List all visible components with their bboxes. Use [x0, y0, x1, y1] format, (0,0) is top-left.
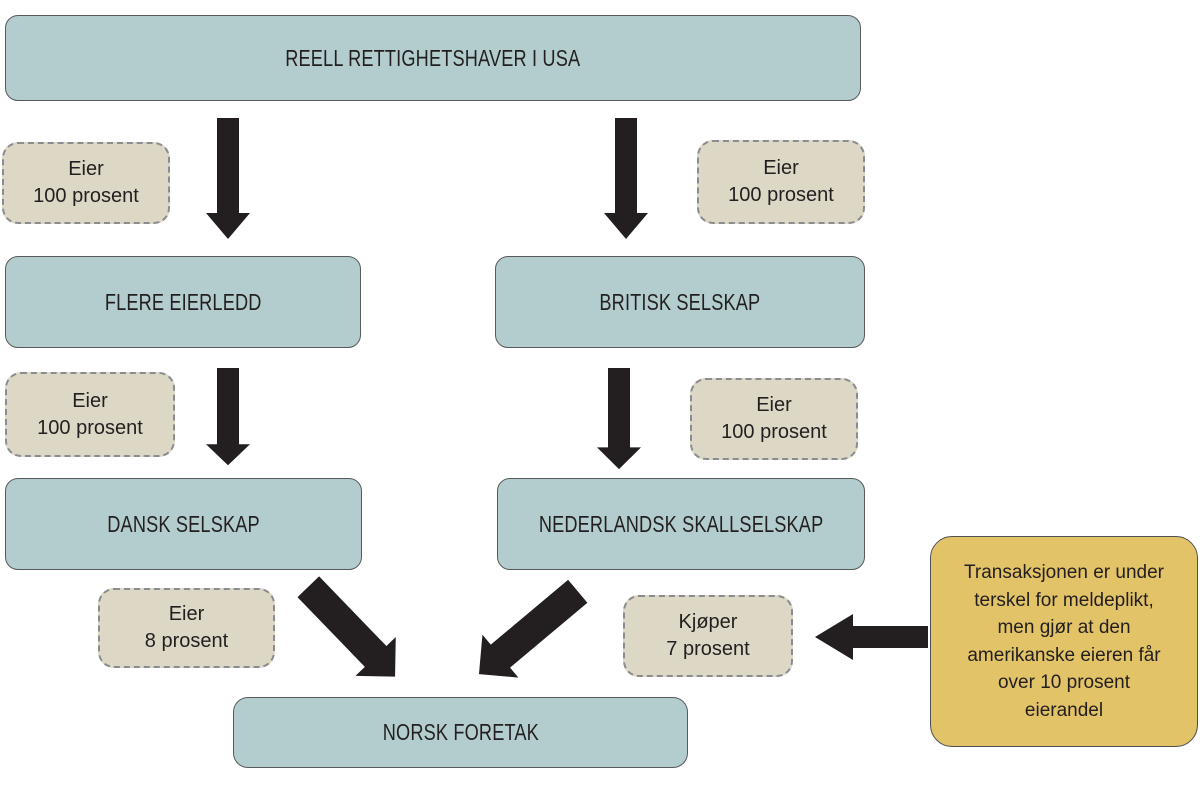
- tag-line: 100 prosent: [37, 416, 143, 439]
- tag-line: Eier: [72, 389, 108, 412]
- arrow-down-icon: [604, 118, 648, 239]
- note-line: Transaksjonen er under: [964, 562, 1164, 583]
- arrow-diagonal-down-left-icon: [478, 579, 588, 678]
- tag-line: Kjøper: [678, 611, 738, 633]
- tag-line: 8 prosent: [144, 630, 229, 652]
- node-label: FLERE EIERLEDD: [104, 288, 262, 315]
- tag-line: 100 prosent: [721, 421, 827, 443]
- node-dansk-selskap: DANSK SELSKAP: [5, 478, 362, 570]
- node-flere-eierledd: FLERE EIERLEDD: [5, 256, 361, 348]
- arrow-left-icon: [815, 614, 928, 660]
- transaction-note: Transaksjonen er under terskel for melde…: [930, 536, 1198, 747]
- arrow-down-icon: [206, 368, 250, 466]
- tag-line: 100 prosent: [33, 185, 139, 207]
- note-line: eierandel: [1024, 699, 1104, 721]
- tag-eier-100-mid-right: Eier 100 prosent: [690, 378, 858, 460]
- node-label: NORSK FORETAK: [382, 719, 539, 745]
- node-label: REELL RETTIGHETSHAVER I USA: [285, 44, 581, 71]
- node-label: NEDERLANDSK SKALLSELSKAP: [538, 510, 824, 537]
- node-norsk-foretak: NORSK FORETAK: [233, 697, 688, 768]
- tag-eier-100-mid-left: Eier 100 prosent: [5, 372, 175, 457]
- arrow-down-icon: [597, 368, 641, 470]
- arrow-diagonal-down-right-icon: [297, 576, 396, 677]
- node-britisk-selskap: BRITISK SELSKAP: [495, 256, 865, 348]
- tag-eier-100-top-right: Eier 100 prosent: [697, 140, 865, 224]
- tag-line: Eier: [763, 157, 799, 179]
- node-reell-rettighetshaver-usa: REELL RETTIGHETSHAVER I USA: [5, 15, 861, 101]
- node-label: BRITISK SELSKAP: [599, 288, 761, 315]
- arrow-down-icon: [206, 118, 250, 239]
- tag-kjoper-7-prosent: Kjøper 7 prosent: [623, 595, 793, 677]
- note-line: men gjør at den: [997, 617, 1131, 638]
- tag-line: 7 prosent: [666, 638, 750, 660]
- tag-eier-100-top-left: Eier 100 prosent: [2, 142, 170, 224]
- node-label: DANSK SELSKAP: [107, 510, 260, 537]
- tag-line: Eier: [756, 394, 792, 416]
- tag-line: 100 prosent: [728, 184, 834, 206]
- note-line: terskel for meldeplikt,: [974, 589, 1154, 611]
- note-line: amerikanske eieren får: [967, 644, 1161, 666]
- tag-line: Eier: [168, 603, 205, 625]
- note-line: over 10 prosent: [997, 672, 1131, 693]
- tag-line: Eier: [68, 158, 104, 180]
- tag-eier-8-prosent: Eier 8 prosent: [98, 588, 275, 668]
- node-nederlandsk-skallselskap: NEDERLANDSK SKALLSELSKAP: [497, 478, 865, 570]
